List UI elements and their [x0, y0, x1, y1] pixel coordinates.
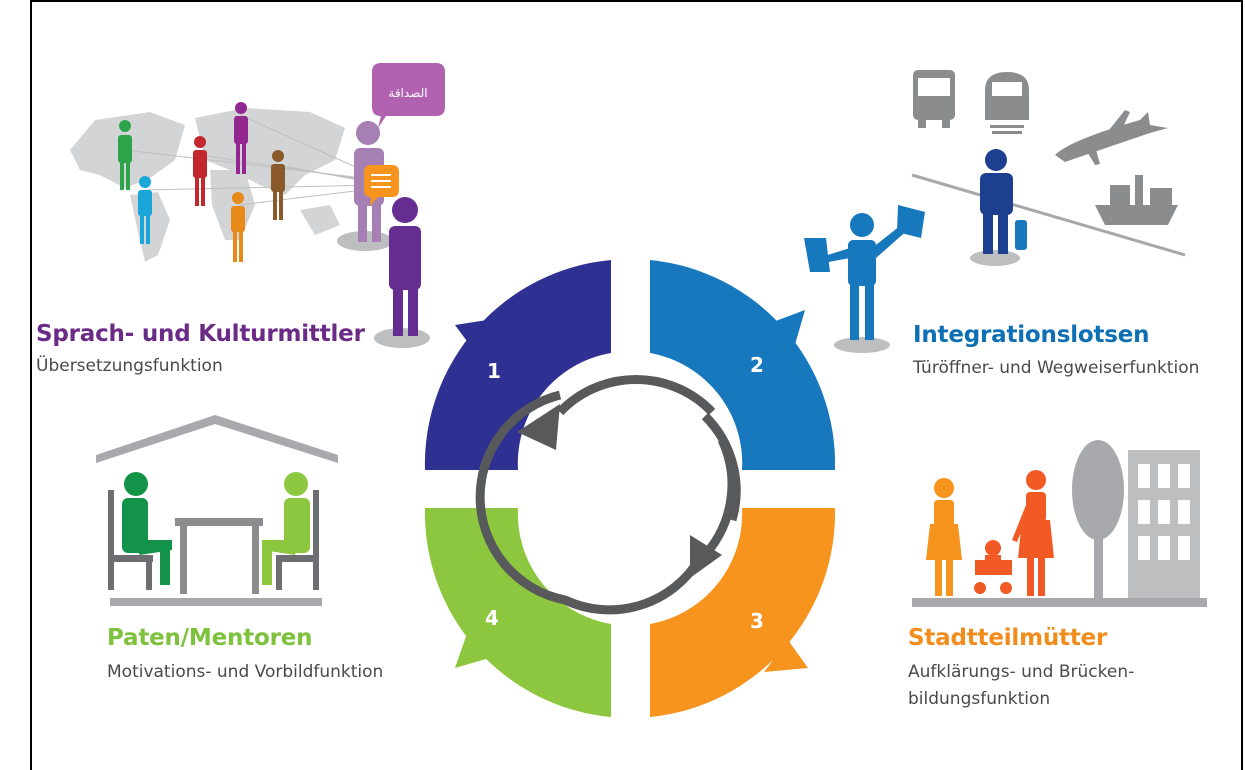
segment-3-arc	[650, 508, 836, 717]
chat-bubble-icon	[364, 165, 399, 206]
segment-2-arrow-tip	[765, 310, 805, 355]
ship-icon	[1095, 175, 1178, 225]
stroller-icon	[974, 540, 1012, 594]
role-4-title: Paten/Mentoren	[107, 625, 313, 651]
speech-bubble-text: الصداقة	[388, 86, 427, 100]
speech-bubble-icon: الصداقة	[372, 63, 445, 128]
seated-person-left	[122, 472, 172, 585]
mother-icon	[926, 478, 962, 596]
horizon-line	[911, 173, 1186, 257]
ground	[912, 598, 1207, 607]
segment-4-arrow-tip	[455, 625, 496, 668]
airplane-icon	[1055, 110, 1168, 165]
segment-2-number: 2	[750, 353, 764, 377]
role-2-subtitle: Türöffner- und Wegweiserfunktion	[913, 358, 1200, 378]
cycle-diagram: 1 2 3 4	[424, 260, 836, 717]
segment-1-number: 1	[487, 359, 501, 383]
role-3-subtitle-line2: bildungsfunktion	[908, 689, 1051, 709]
segment-3-number: 3	[750, 609, 764, 633]
segment-3: 3	[650, 508, 836, 717]
segment-3-arrow-tip	[764, 640, 808, 672]
floor	[110, 598, 322, 606]
cycle-arrows-icon	[475, 374, 741, 615]
role-4-subtitle: Motivations- und Vorbildfunktion	[107, 662, 384, 682]
flag-signaller-icon	[804, 205, 925, 353]
role-1-subtitle: Übersetzungsfunktion	[36, 356, 223, 376]
tree-icon	[1072, 440, 1124, 598]
world-map-icon	[70, 108, 345, 262]
segment-2: 2	[650, 260, 836, 470]
segment-4: 4	[424, 508, 611, 717]
role-3-title: Stadtteilmütter	[908, 625, 1108, 651]
role-1-title: Sprach- und Kulturmittler	[36, 321, 365, 347]
segment-4-arc	[424, 508, 611, 717]
cycle-arrowhead-top	[517, 404, 560, 450]
segment-2-arc	[650, 260, 836, 470]
segment-4-number: 4	[485, 606, 499, 630]
building-icon	[1128, 450, 1200, 598]
seated-person-right	[262, 472, 310, 585]
segment-1: 1	[424, 260, 611, 470]
traveler-icon	[970, 149, 1027, 266]
table-icon	[175, 518, 263, 594]
role-2-title: Integrationslotsen	[913, 322, 1150, 348]
segment-1-arc	[424, 260, 611, 470]
cycle-arrowhead-bottom	[690, 535, 722, 578]
train-icon	[985, 72, 1029, 134]
image-frame	[30, 0, 1243, 770]
segment-1-arrow-tip	[455, 318, 500, 352]
mother-with-stroller-icon	[1012, 470, 1054, 596]
chair-icon	[108, 490, 319, 590]
role-3-subtitle-line1: Aufklärungs- und Brücken-	[908, 662, 1135, 682]
house-roof-icon	[96, 415, 338, 463]
bus-icon	[913, 70, 955, 128]
